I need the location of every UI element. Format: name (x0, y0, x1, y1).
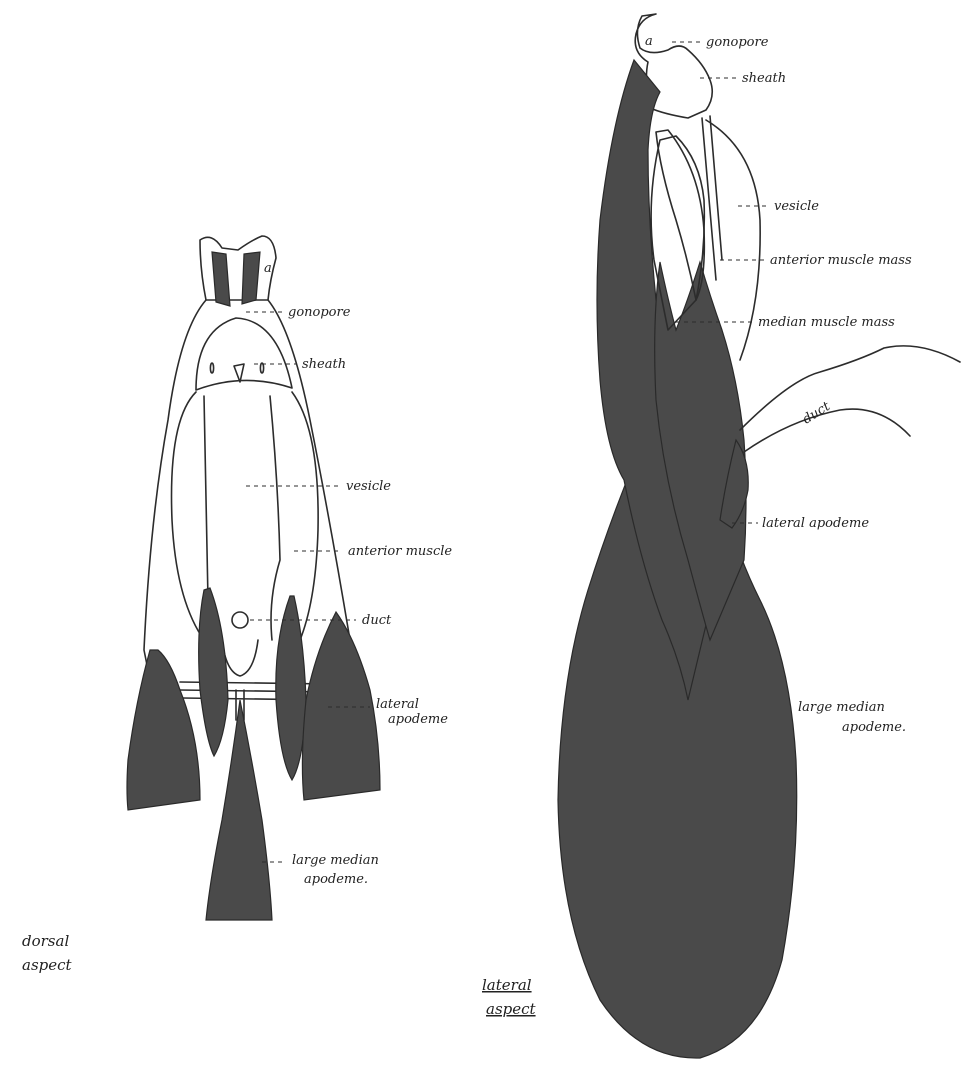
dorsal-caption-2: aspect (22, 956, 73, 974)
lateral-label-median-muscle-mass: median muscle mass (758, 315, 895, 330)
dorsal-lateral-apodeme-right (302, 612, 380, 800)
dorsal-label-lateral-1: lateral (376, 697, 419, 712)
lateral-label-median-1: large median (798, 700, 885, 715)
lateral-label-vesicle: vesicle (774, 199, 819, 214)
dorsal-anterior-muscle-left (199, 588, 228, 756)
dorsal-caption-1: dorsal (22, 932, 69, 950)
lateral-duct (740, 346, 960, 430)
dorsal-label-lateral-2: apodeme (388, 712, 448, 727)
dorsal-label-vesicle: vesicle (346, 479, 391, 494)
dorsal-inner-line-left (204, 396, 208, 600)
dorsal-base (222, 640, 258, 676)
dorsal-label-gonopore: gonopore (288, 305, 351, 320)
dorsal-label-median-1: large median (292, 853, 379, 868)
dorsal-sheath-mark (234, 364, 244, 382)
lateral-label-median-2: apodeme. (842, 720, 906, 735)
dorsal-anterior-muscle-right (276, 596, 306, 780)
lateral-label-sheath: sheath (742, 71, 786, 86)
lateral-letter-a: a (645, 34, 653, 49)
lateral-caption-1: lateral (482, 976, 532, 994)
lateral-figure (558, 14, 960, 1058)
dorsal-vesicle (172, 392, 319, 640)
dorsal-lateral-apodeme-left (127, 650, 200, 810)
lateral-label-gonopore: gonopore (706, 35, 769, 50)
dorsal-label-anterior-muscle: anterior muscle (348, 544, 452, 559)
lateral-caption-2: aspect (486, 1000, 537, 1018)
lateral-label-lateral-apodeme: lateral apodeme (762, 516, 869, 531)
dorsal-letter-a: a (264, 261, 272, 276)
dorsal-tip-band (212, 252, 230, 306)
dorsal-label-sheath: sheath (302, 357, 346, 372)
dorsal-tip-band-2 (242, 252, 260, 304)
dorsal-label-duct: duct (362, 613, 392, 628)
dorsal-inner-line-right (270, 396, 280, 640)
lateral-label-duct: duct (800, 399, 833, 428)
dorsal-duct-opening (232, 612, 248, 628)
dorsal-sheath (196, 318, 292, 390)
lateral-inner-tube (702, 116, 722, 280)
lateral-label-anterior-muscle-mass: anterior muscle mass (770, 253, 912, 268)
dorsal-figure (127, 236, 380, 920)
dorsal-label-median-2: apodeme. (304, 872, 368, 887)
dorsal-sheath-dot-left (210, 363, 213, 373)
